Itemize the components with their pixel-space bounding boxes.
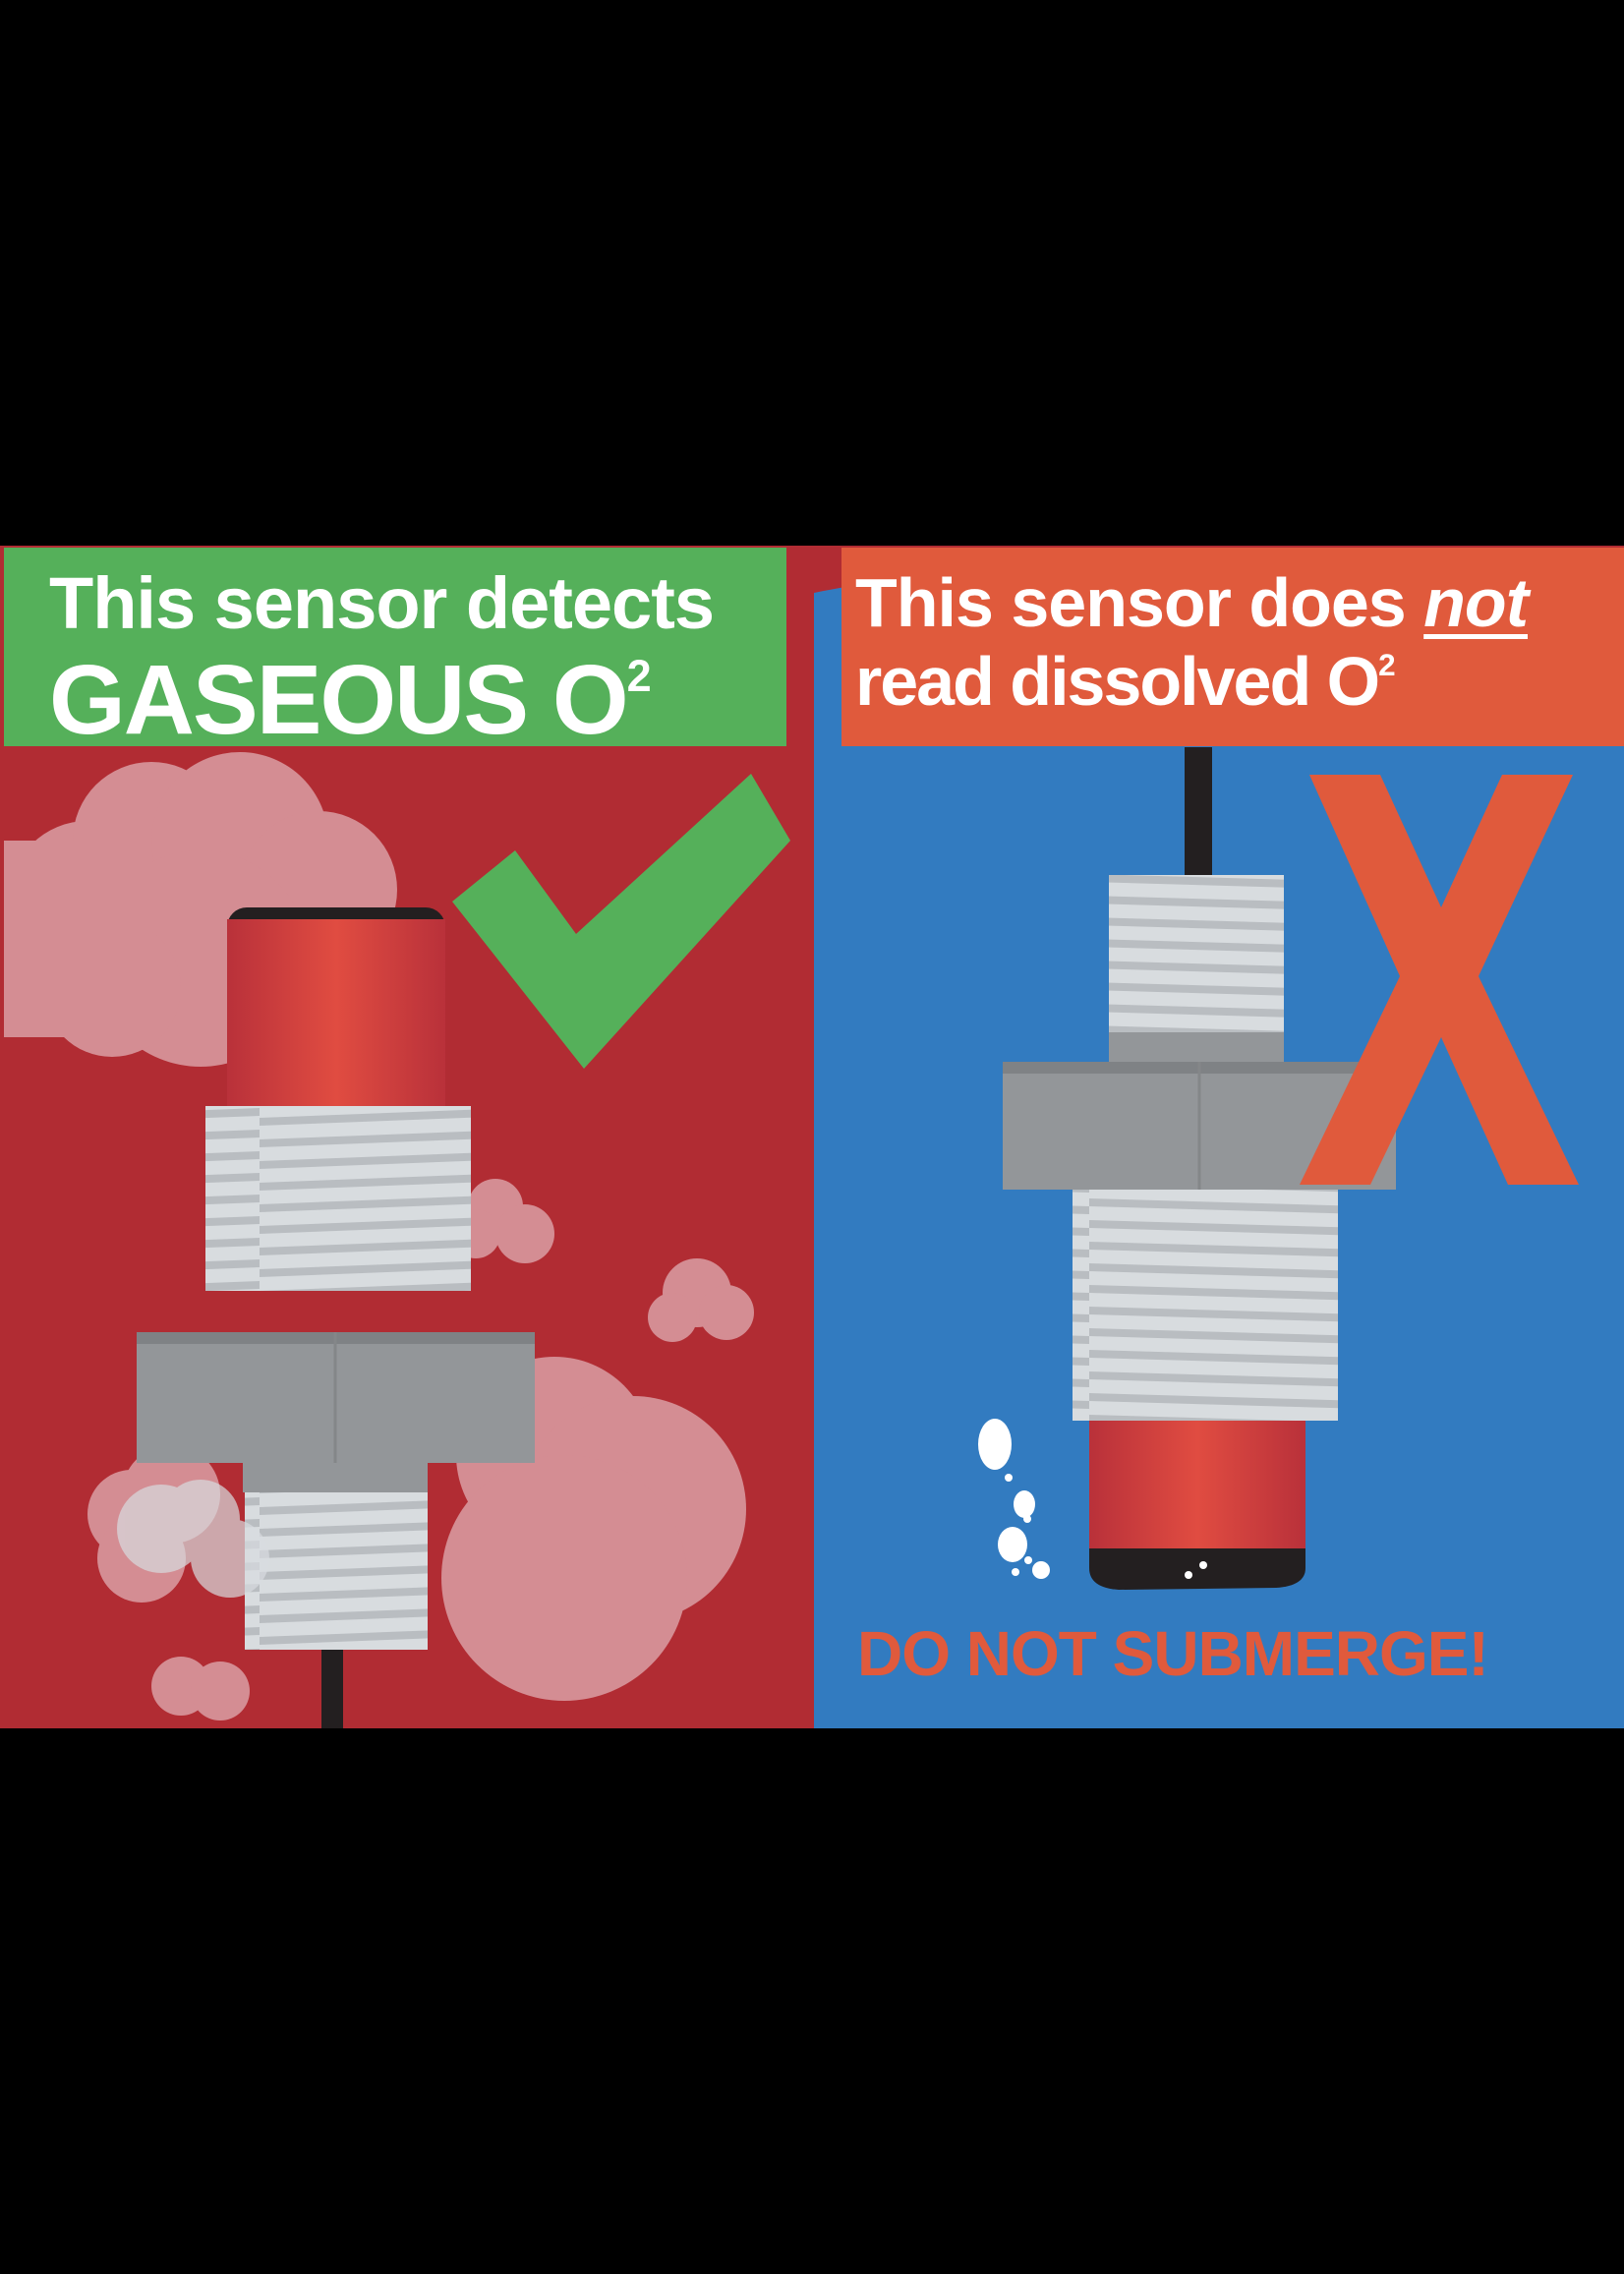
do-not-submerge-warning: DO NOT SUBMERGE! [857,1618,1489,1689]
dissolved-heading-line1: This sensor does not [855,564,1529,641]
gaseous-heading-line2: GASEOUS O2 [49,645,652,755]
gaseous-sensor-illustration [4,752,790,1728]
dissolved-heading-line2: read dissolved O2 [855,643,1396,720]
gas-cloud-large [4,752,397,1067]
submerged-sensor-illustration [814,577,1624,1728]
right-panel-dissolved: This sensor does not read dissolved O2 D… [814,546,1624,1728]
checkmark-icon [452,774,790,1069]
gaseous-heading-line1: This sensor detects [49,562,715,644]
sensor-infographic: This sensor detects GASEOUS O2 [0,546,1624,1728]
left-panel-gaseous: This sensor detects GASEOUS O2 [4,546,814,1728]
x-mark-icon [1300,775,1579,1185]
air-bubbles [978,1419,1207,1579]
dissolved-banner: This sensor does not read dissolved O2 [841,548,1624,746]
gaseous-banner: This sensor detects GASEOUS O2 [4,548,786,755]
